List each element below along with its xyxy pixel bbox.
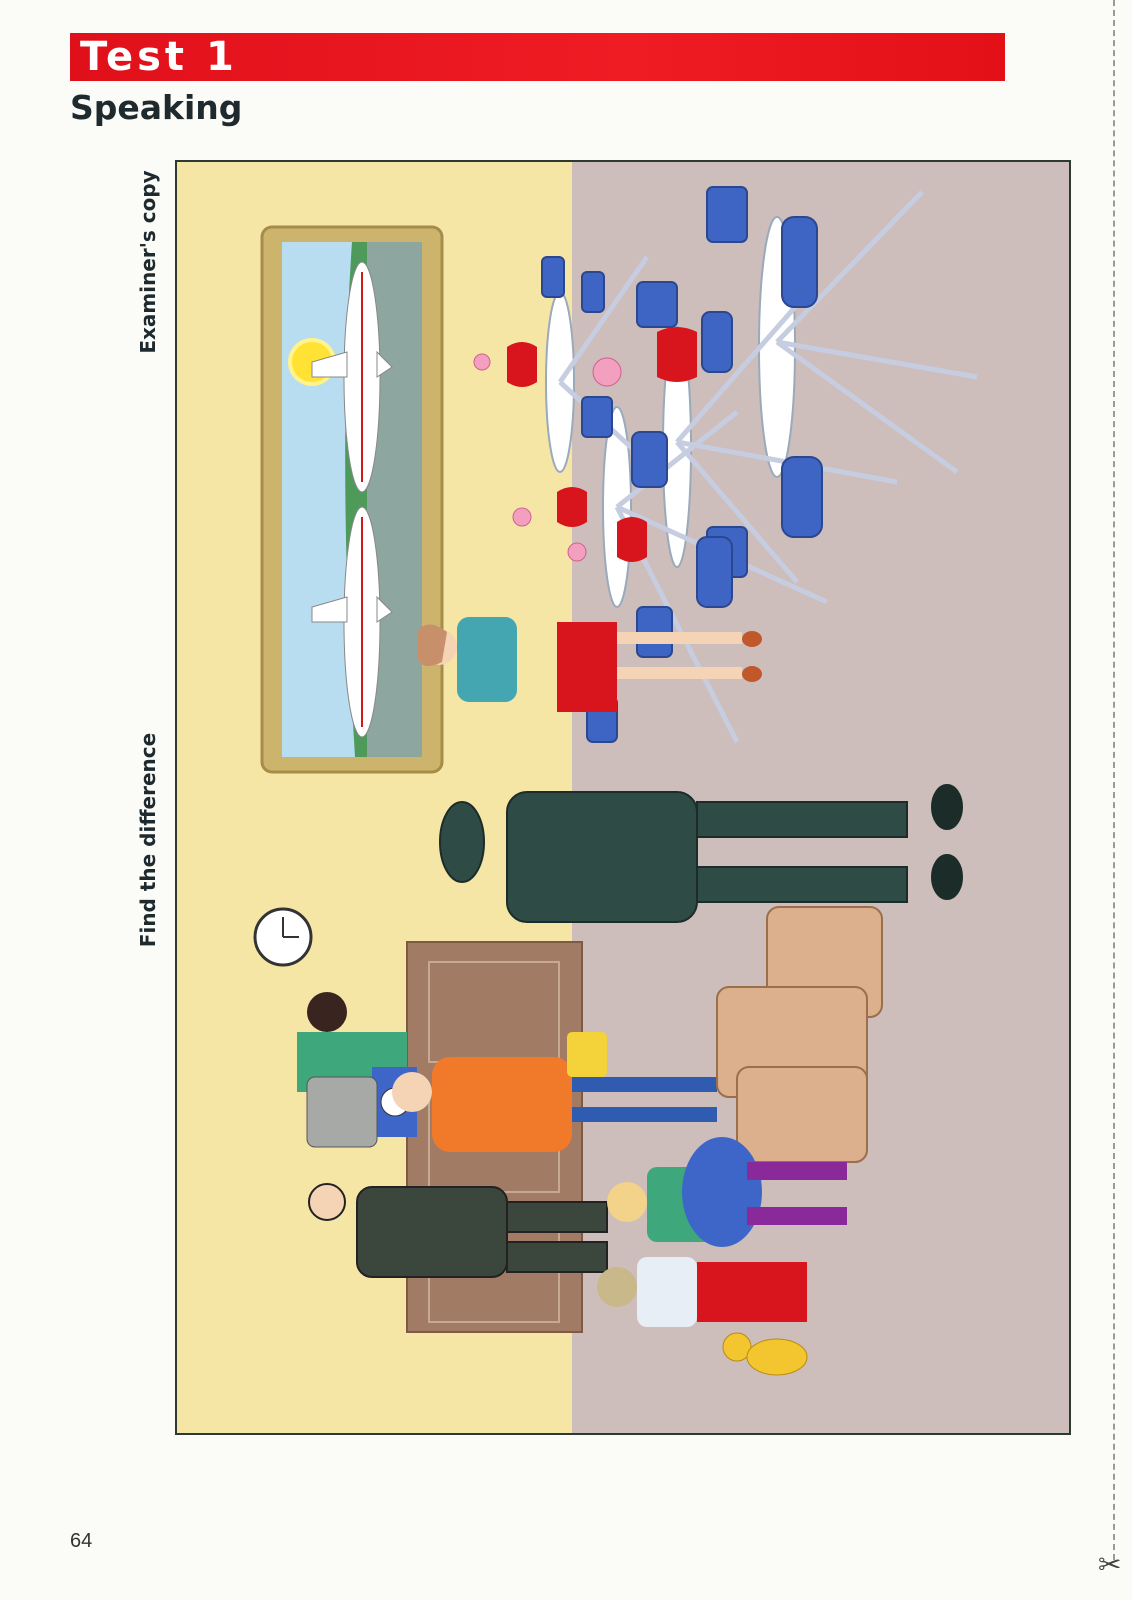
scissors-icon: ✂ bbox=[1098, 1548, 1122, 1581]
boy-in-red bbox=[597, 1257, 807, 1327]
aeroplane bbox=[311, 261, 393, 493]
test-title-bar: Test 1 bbox=[70, 33, 1005, 81]
clock-icon bbox=[253, 907, 313, 967]
examiners-copy-label: Examiner's copy bbox=[136, 170, 160, 354]
airport-scene-illustration bbox=[175, 160, 1071, 1435]
section-title: Speaking bbox=[70, 88, 243, 127]
teddy-bear bbox=[722, 1332, 808, 1376]
cafe-tables bbox=[473, 186, 978, 744]
window bbox=[260, 225, 444, 774]
grey-suitcase bbox=[306, 1076, 378, 1148]
woman-in-red-skirt bbox=[417, 617, 762, 712]
girl-with-bag bbox=[607, 1137, 847, 1247]
police-officer bbox=[439, 784, 963, 923]
find-difference-label: Find the difference bbox=[136, 732, 160, 948]
man-in-suit bbox=[308, 1183, 608, 1278]
luggage-pile bbox=[716, 906, 883, 1163]
aeroplane bbox=[311, 506, 393, 738]
flower-icon bbox=[473, 353, 622, 562]
traveller-in-orange bbox=[392, 1032, 717, 1152]
vase-with-flower bbox=[507, 327, 697, 562]
test-title: Test 1 bbox=[80, 34, 238, 80]
cut-line bbox=[1113, 0, 1115, 1560]
page-number: 64 bbox=[70, 1530, 93, 1552]
